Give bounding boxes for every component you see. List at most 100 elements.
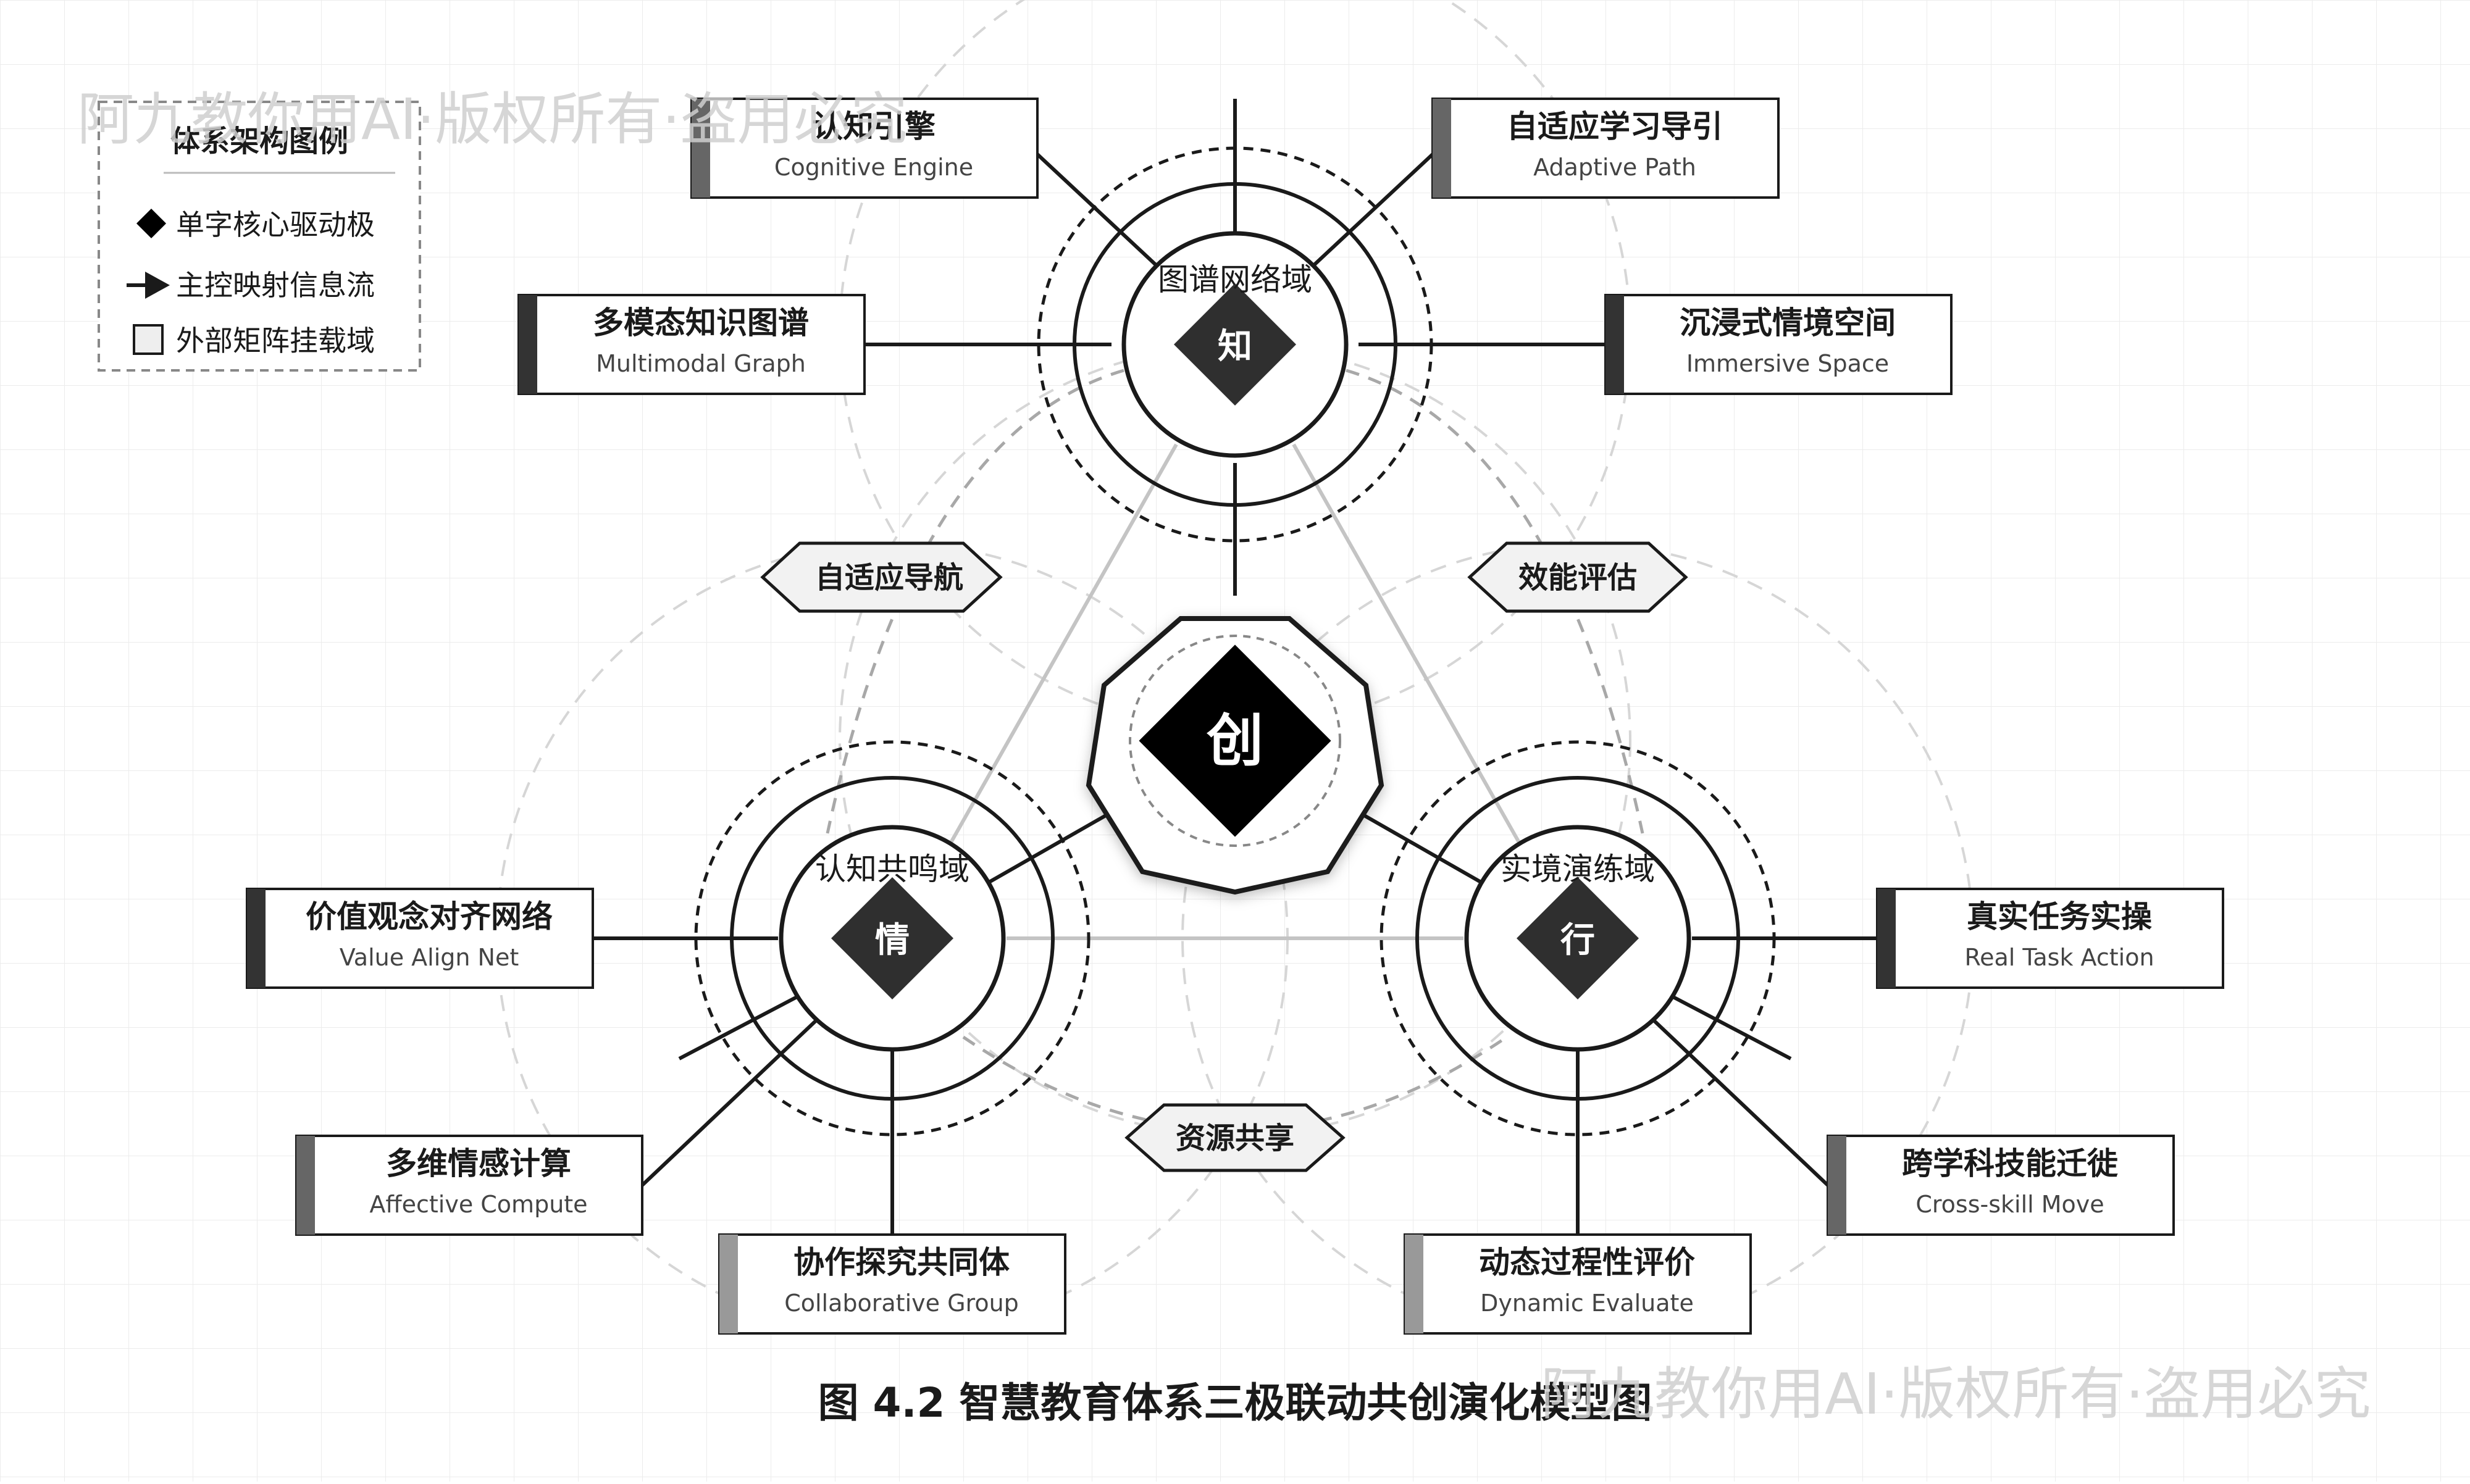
- box-accent-bar: [1606, 295, 1624, 394]
- center-label: 创: [1206, 708, 1263, 774]
- watermark-bottom-right: 阿九教你用AI·版权所有·盗用必究: [1541, 1361, 2371, 1427]
- box-frame: [1404, 1233, 1752, 1335]
- tag-left-label: 自适应导航: [815, 561, 963, 595]
- center-diamond: [1139, 644, 1331, 837]
- box-title: 沉浸式情境空间: [1680, 305, 1896, 341]
- arc-zhi-xing: [1346, 369, 1644, 834]
- box-title: 认知引擎: [812, 109, 936, 144]
- qing-domain-label: 认知共鸣域: [815, 851, 969, 887]
- qing-dashed-ring: [694, 740, 1091, 1136]
- pole-xing: 行 实境演练域: [1379, 740, 1776, 1136]
- box-title: 自适应学习导引: [1507, 109, 1723, 144]
- box-title: 动态过程性评价: [1479, 1244, 1695, 1280]
- zhi-label: 知: [1218, 327, 1252, 367]
- box-real-task: 真实任务实操 Real Task Action: [1876, 888, 2224, 989]
- arc-zhi-qing: [826, 369, 1124, 834]
- tag-right: 效能评估: [1467, 541, 1688, 613]
- pole-zhi: 知 图谱网络域: [1037, 146, 1433, 543]
- xing-dashed-ring: [1379, 740, 1776, 1136]
- box-subtitle: Value Align Net: [340, 944, 519, 971]
- box-frame: [690, 98, 1039, 199]
- box-immersive-space: 沉浸式情境空间 Immersive Space: [1604, 294, 1953, 395]
- box-collaborative-group: 协作探究共同体 Collaborative Group: [718, 1233, 1066, 1335]
- legend-item-label: 单字核心驱动极: [176, 208, 375, 241]
- box-cross-skill: 跨学科技能迁徙 Cross-skill Move: [1827, 1135, 2175, 1236]
- box-frame: [1827, 1135, 2175, 1236]
- watermark-top-left: 阿九教你用AI·版权所有·盗用必究: [77, 86, 908, 152]
- qing-label: 情: [875, 920, 910, 961]
- xing-middle-ring: [1415, 776, 1740, 1101]
- box-accent-bar: [719, 1235, 738, 1333]
- box-accent-bar: [1828, 1136, 1846, 1235]
- tag-left-hexagon: [760, 541, 1003, 613]
- box-accent-bar: [519, 295, 537, 394]
- box-cognitive-engine: 认知引擎 Cognitive Engine: [690, 98, 1039, 199]
- box-accent-bar: [1433, 99, 1451, 198]
- box-accent-bar: [247, 889, 266, 988]
- tag-right-label: 效能评估: [1518, 561, 1637, 595]
- legend-title: 体系架构图例: [170, 124, 348, 159]
- zhi-dashed-ring: [1037, 146, 1433, 543]
- box-subtitle: Multimodal Graph: [596, 350, 806, 377]
- link-zhi-qing: [937, 443, 1178, 865]
- tag-right-hexagon: [1467, 541, 1688, 613]
- figure-caption: 图 4.2 智慧教育体系三极联动共创演化模型图: [818, 1379, 1652, 1427]
- interpole-links: [937, 443, 1533, 940]
- connector-affective-compute: [640, 1017, 820, 1187]
- tag-left: 自适应导航: [760, 541, 1003, 613]
- box-frame: [246, 888, 594, 989]
- box-dynamic-evaluate: 动态过程性评价 Dynamic Evaluate: [1404, 1233, 1752, 1335]
- box-value-align: 价值观念对齐网络 Value Align Net: [246, 888, 594, 989]
- box-frame: [295, 1135, 643, 1236]
- box-title: 真实任务实操: [1967, 899, 2152, 935]
- legend-diamond-icon: [136, 208, 167, 239]
- legend-square-icon: [133, 324, 164, 355]
- box-frame: [517, 294, 866, 395]
- box-subtitle: Affective Compute: [369, 1191, 587, 1218]
- spoke-center-xing: [1351, 807, 1483, 885]
- box-title: 价值观念对齐网络: [306, 899, 553, 935]
- box-title: 多维情感计算: [386, 1146, 571, 1182]
- connector-adaptive-path: [1292, 152, 1434, 286]
- box-adaptive-path: 自适应学习导引 Adaptive Path: [1431, 98, 1780, 199]
- box-subtitle: Real Task Action: [1964, 944, 2154, 971]
- legend-arrow-head-icon: [145, 272, 170, 299]
- box-subtitle: Immersive Space: [1686, 350, 1889, 377]
- legend: 体系架构图例 单字核心驱动极 主控映射信息流 外部矩阵挂载域: [98, 101, 421, 372]
- qing-diamond: [831, 877, 953, 999]
- connector-cross-skill: [1650, 1017, 1830, 1187]
- connector-cognitive-engine: [1036, 152, 1178, 286]
- box-subtitle: Adaptive Path: [1533, 154, 1696, 181]
- box-connectors: [593, 99, 1877, 1235]
- box-accent-bar: [1877, 889, 1896, 988]
- spoke-center-qing: [987, 807, 1119, 885]
- box-frame: [718, 1233, 1066, 1335]
- box-affective-compute: 多维情感计算 Affective Compute: [295, 1135, 643, 1236]
- box-title: 跨学科技能迁徙: [1902, 1146, 2118, 1182]
- box-subtitle: Dynamic Evaluate: [1480, 1290, 1694, 1317]
- box-accent-bar: [1405, 1235, 1423, 1333]
- connector-xing-extra: [1666, 992, 1792, 1061]
- connector-qing-extra: [678, 992, 804, 1061]
- box-title: 协作探究共同体: [793, 1244, 1010, 1280]
- tag-bottom: 资源共享: [1124, 1103, 1346, 1172]
- legend-item-label: 外部矩阵挂载域: [176, 324, 375, 357]
- box-title: 多模态知识图谱: [593, 305, 809, 341]
- link-zhi-xing: [1292, 443, 1533, 865]
- tag-bottom-label: 资源共享: [1176, 1121, 1294, 1156]
- box-subtitle: Cross-skill Move: [1915, 1191, 2104, 1218]
- center-spokes: [987, 463, 1483, 885]
- pole-qing: 情 认知共鸣域: [694, 740, 1091, 1136]
- center-hub: 创: [1086, 616, 1384, 895]
- zhi-middle-ring: [1073, 182, 1397, 507]
- zhi-domain-label: 图谱网络域: [1158, 262, 1312, 298]
- box-accent-bar: [692, 99, 710, 198]
- box-accent-bar: [296, 1136, 315, 1235]
- box-subtitle: Collaborative Group: [784, 1290, 1019, 1317]
- box-subtitle: Cognitive Engine: [774, 154, 973, 181]
- center-dashed-circle: [1129, 635, 1341, 847]
- tag-bottom-hexagon: [1124, 1103, 1346, 1172]
- box-frame: [1604, 294, 1953, 395]
